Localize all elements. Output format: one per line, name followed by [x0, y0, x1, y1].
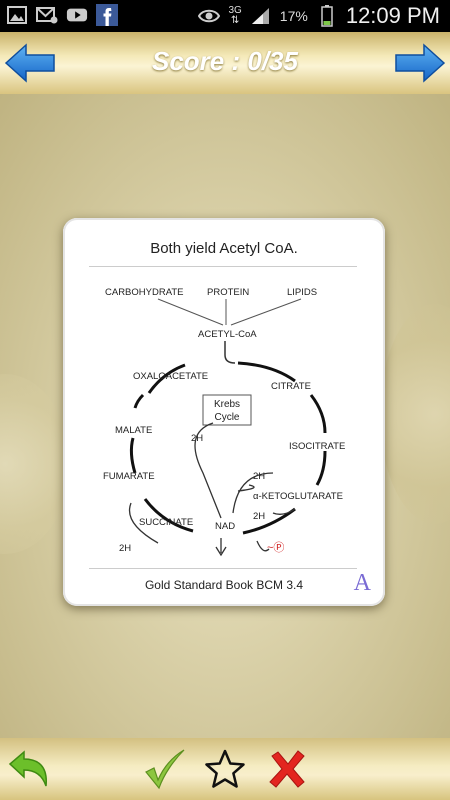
label-krebs: Krebs	[214, 399, 240, 410]
checkmark-icon	[145, 749, 185, 790]
battery-percent: 17%	[279, 8, 308, 24]
label-cycle: Cycle	[214, 412, 239, 423]
answer-letter: A	[353, 570, 371, 596]
label-2h-d: 2H	[119, 543, 131, 554]
arrow-left-icon	[4, 43, 55, 83]
label-acetyl-coa: ACETYL-CoA	[198, 329, 257, 340]
next-button[interactable]	[394, 42, 446, 84]
label-fumarate: FUMARATE	[103, 471, 155, 482]
data-arrows-icon: ⇅	[230, 15, 240, 26]
label-2h-b: 2H	[253, 471, 265, 482]
background-decoration	[0, 374, 70, 554]
email-icon	[36, 5, 58, 25]
previous-button[interactable]	[4, 42, 56, 84]
signal-icon	[250, 6, 272, 26]
label-malate: MALATE	[115, 425, 152, 436]
label-phosphate: ~Ⓟ	[267, 541, 284, 554]
label-lipids: LIPIDS	[287, 287, 317, 298]
label-succinate: SUCCINATE	[139, 517, 193, 528]
incorrect-button[interactable]	[264, 746, 310, 792]
arrow-right-icon	[395, 43, 446, 83]
background-decoration	[380, 304, 450, 524]
label-isocitrate: ISOCITRATE	[289, 441, 345, 452]
card-source: Gold Standard Book BCM 3.4	[144, 578, 304, 592]
label-citrate: CITRATE	[271, 381, 311, 392]
status-bar: 3G ⇅ 17% 12:09 PM	[0, 0, 450, 32]
label-2h-a: 2H	[191, 433, 203, 444]
krebs-cycle-diagram: CARBOHYDRATE PROTEIN LIPIDS ACETYL-CoA O…	[103, 287, 345, 557]
score-label: Score : 0/35	[152, 46, 298, 76]
flashcard[interactable]: Both yield Acetyl CoA. CARBOHYDRATE PROT…	[63, 218, 385, 606]
system-icons: 3G ⇅ 17% 12:09 PM	[198, 0, 440, 32]
eye-icon	[198, 6, 221, 26]
gallery-icon	[6, 5, 28, 25]
card-title: Both yield Acetyl CoA.	[150, 240, 298, 257]
divider	[89, 568, 357, 569]
correct-button[interactable]	[142, 746, 188, 792]
battery-icon	[316, 5, 338, 27]
label-nad: NAD	[215, 521, 235, 532]
cross-icon	[269, 750, 305, 788]
label-akg: α-KETOGLUTARATE	[253, 491, 343, 502]
bottom-toolbar	[0, 738, 450, 800]
favorite-button[interactable]	[202, 746, 248, 792]
facebook-icon	[96, 4, 118, 26]
youtube-icon	[66, 5, 88, 25]
back-button[interactable]	[6, 746, 52, 792]
label-oxaloacetate: OXALOACETATE	[133, 371, 208, 382]
notification-icons	[6, 4, 118, 26]
star-icon	[205, 749, 245, 788]
undo-arrow-icon	[8, 750, 47, 787]
label-2h-c: 2H	[253, 511, 265, 522]
clock: 12:09 PM	[345, 3, 440, 28]
network-type: 3G ⇅	[228, 5, 242, 26]
label-protein: PROTEIN	[207, 287, 249, 298]
divider	[89, 266, 357, 267]
label-carbohydrate: CARBOHYDRATE	[105, 287, 183, 298]
header-bar: Score : 0/35	[0, 32, 450, 94]
